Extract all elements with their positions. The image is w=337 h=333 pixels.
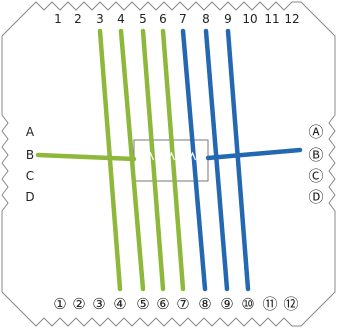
bottom-label-8: ⑧ [198, 295, 211, 313]
crimp-mark [157, 151, 165, 161]
wire-8-to-9 [203, 28, 230, 292]
top-label-8: 8 [202, 12, 210, 26]
board-frame [1, 1, 336, 327]
top-label-12: 12 [284, 12, 299, 26]
bottom-label-3: ③ [92, 295, 105, 313]
wires-layer [35, 28, 303, 292]
wire-left-b [35, 152, 137, 162]
bottom-label-6: ⑥ [156, 295, 169, 313]
top-label-6: 6 [159, 12, 167, 26]
top-label-4: 4 [117, 12, 125, 26]
bottom-label-4: ④ [113, 295, 126, 313]
crimp-mark [178, 151, 186, 161]
wire-7-to-8 [180, 28, 208, 292]
crimp-mark [146, 151, 155, 161]
bottom-label-7: ⑦ [176, 295, 189, 313]
top-label-11: 11 [264, 12, 279, 26]
crimp-mark [167, 151, 176, 161]
right-label-1: Ⓐ [308, 123, 323, 141]
right-label-3: Ⓒ [308, 167, 323, 185]
top-label-3: 3 [96, 12, 104, 26]
top-label-9: 9 [224, 12, 232, 26]
bottom-label-9: ⑨ [220, 295, 233, 313]
top-label-2: 2 [74, 12, 82, 26]
crimp-mark [188, 151, 197, 161]
bottom-label-1: ① [53, 295, 66, 313]
bottom-label-10: ⑩ [241, 295, 254, 313]
bottom-label-12: ⑫ [283, 295, 298, 313]
right-label-2: Ⓑ [308, 146, 323, 164]
right-label-4: Ⓓ [308, 188, 323, 206]
top-label-10: 10 [242, 12, 257, 26]
left-label-d: D [25, 190, 34, 204]
bottom-label-5: ⑤ [136, 295, 149, 313]
crimp-mark [136, 151, 144, 161]
top-label-7: 7 [179, 12, 187, 26]
left-label-a: A [26, 125, 35, 139]
top-label-5: 5 [139, 12, 147, 26]
bottom-label-11: ⑪ [262, 295, 277, 313]
left-label-c: C [26, 169, 34, 183]
bottom-label-2: ② [72, 295, 85, 313]
crimp-mark [199, 151, 207, 161]
wire-9-to-10 [225, 28, 251, 292]
wire-6-to-7 [160, 28, 186, 292]
left-label-b: B [26, 148, 34, 162]
top-label-1: 1 [54, 12, 62, 26]
wire-right-2 [205, 147, 303, 161]
